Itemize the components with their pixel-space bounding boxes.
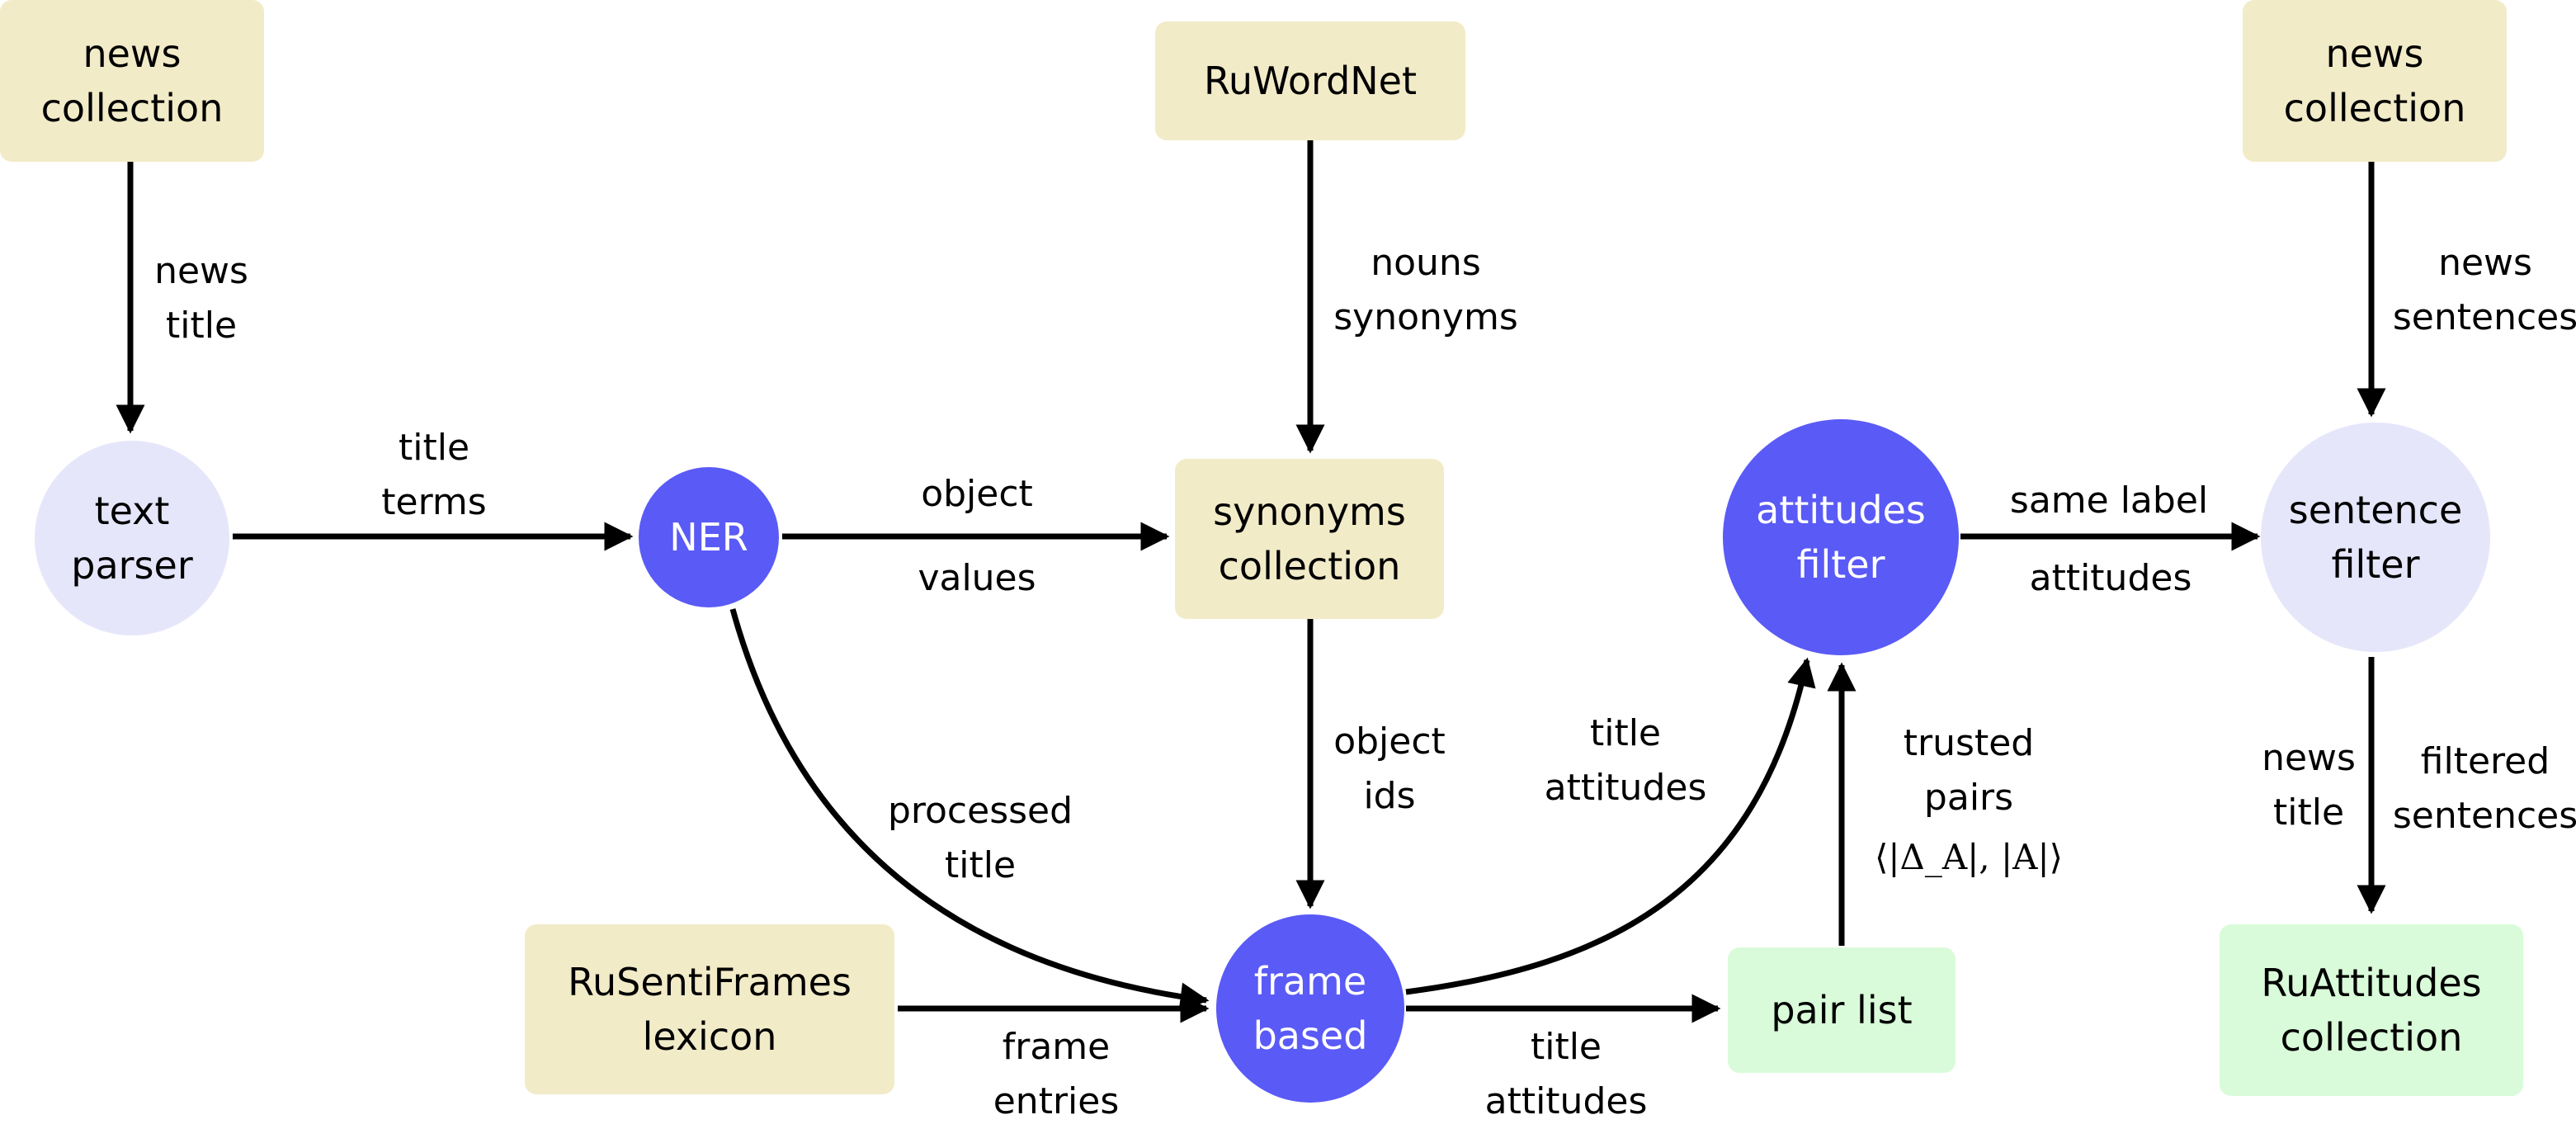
filtered-sentences-label: filtered sentences [2392,740,2576,837]
trusted-pairs-formula: ⟨|Δ_A|, |A|⟩ [1874,837,2064,877]
frame-based-node: frame based [1216,914,1404,1103]
news-collection-right-node: news collection [2243,0,2507,162]
title-attitudes-upper-label: title attitudes [1544,712,1707,809]
processed-title-label: processed title [887,790,1073,886]
text-parser-node: text parser [35,441,229,635]
edge-ner-to-frame-based [729,608,1210,1012]
values-label: values [918,557,1036,599]
news-sentences-label: news sentences [2392,242,2576,338]
object-label: object [921,473,1033,515]
attitudes-label: attitudes [2029,557,2192,599]
attitudes-filter-node: attitudes filter [1723,419,1959,655]
news-title-right-label: news title [2262,737,2356,834]
title-attitudes-lower-label: title attitudes [1484,1026,1648,1122]
ruattitudes-collection-node: RuAttitudes collection [2220,924,2523,1096]
same-label-label: same label [2009,479,2209,522]
ruwordnet-node: RuWordNet [1155,21,1465,140]
edge-frame-based-to-attitudes-filter [1405,657,1816,995]
sentence-filter-node: sentence filter [2261,423,2490,652]
ner-node: NER [639,467,779,607]
title-terms-label: title terms [381,427,487,523]
nouns-synonyms-label: nouns synonyms [1333,242,1518,338]
trusted-pairs-label: trusted pairs [1903,722,2035,819]
object-ids-label: object ids [1333,720,1446,817]
rusentiframes-lexicon-node: RuSentiFrames lexicon [525,924,894,1094]
news-collection-left-node: news collection [0,0,264,162]
synonyms-collection-node: synonyms collection [1175,459,1444,619]
frame-entries-label: frame entries [993,1026,1120,1122]
news-title-left-label: news title [154,250,248,347]
pair-list-node: pair list [1728,947,1956,1073]
